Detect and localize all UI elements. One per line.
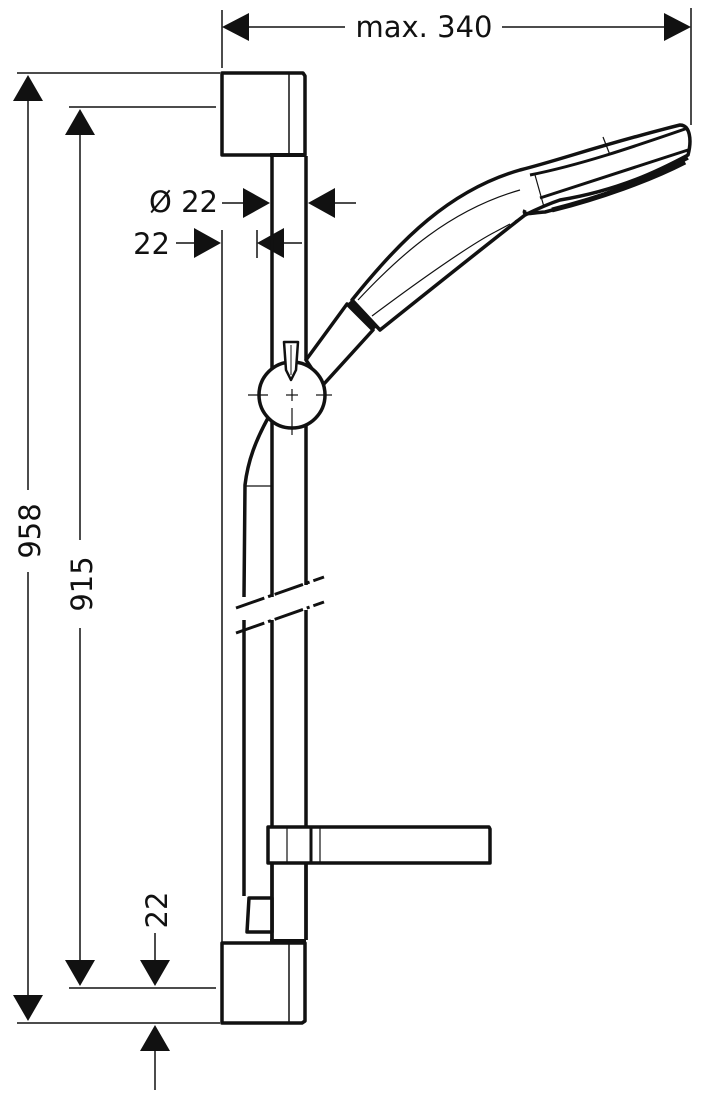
arrow-right-icon — [664, 13, 691, 41]
slide-rail — [235, 156, 325, 940]
wall-offset-dimension: 22 — [133, 227, 302, 1023]
arrow-up-icon — [13, 75, 43, 101]
soap-dish — [266, 825, 492, 940]
slider — [248, 302, 375, 435]
overall-height-dimension: 958 — [13, 72, 220, 1024]
rail-diameter-label: Ø 22 — [149, 185, 218, 219]
bottom-offset-dimension: 22 — [140, 892, 174, 1090]
wall-offset-label: 22 — [133, 227, 170, 261]
rail-diameter-dimension: Ø 22 — [149, 185, 356, 219]
arrow-left-icon — [222, 13, 249, 41]
arrow-right-icon — [243, 188, 270, 218]
max-projection-label: max. 340 — [356, 10, 493, 44]
arrow-down-icon — [13, 995, 43, 1021]
top-wall-bracket — [220, 71, 307, 157]
bottom-offset-label: 22 — [140, 892, 174, 929]
shower-hose — [242, 417, 274, 934]
mounting-distance-label: 915 — [65, 556, 99, 611]
max-projection-dimension: max. 340 — [221, 8, 692, 125]
overall-height-label: 958 — [13, 503, 47, 558]
mounting-distance-dimension: 915 — [65, 106, 216, 989]
hand-shower — [347, 123, 692, 332]
arrow-left-icon — [308, 188, 335, 218]
arrow-up-icon — [65, 109, 95, 135]
arrow-up-icon — [140, 1025, 170, 1051]
arrow-down-icon — [140, 960, 170, 986]
arrow-right-icon — [194, 228, 221, 258]
bottom-wall-bracket — [220, 939, 307, 1025]
arrow-down-icon — [65, 960, 95, 986]
